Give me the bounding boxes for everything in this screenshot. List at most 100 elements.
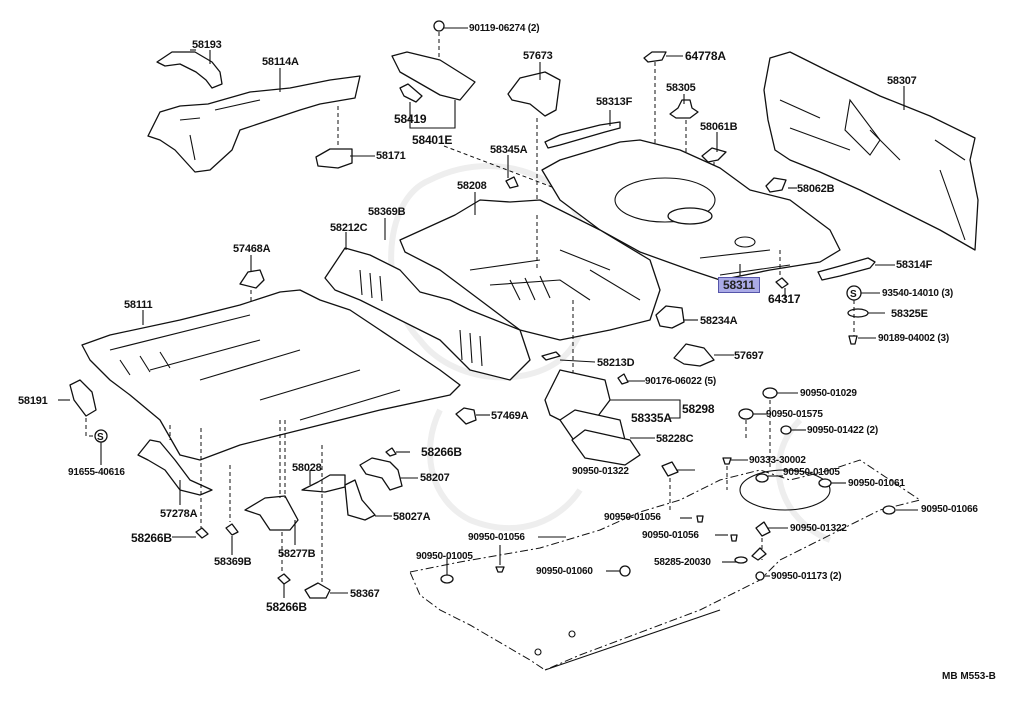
part-58191-shape — [69, 379, 97, 417]
part-label-58298[interactable]: 58298 — [682, 402, 715, 416]
part-label-58027A[interactable]: 58027A — [393, 511, 431, 523]
underbody-shield-shape — [409, 459, 922, 671]
part-label-58367[interactable]: 58367 — [350, 588, 380, 600]
part-label-58335A[interactable]: 58335A — [631, 411, 672, 425]
part-64778A-shape — [643, 51, 667, 63]
part-label-58369B-top[interactable]: 58369B — [368, 206, 406, 218]
part-label-90950-01005-right[interactable]: 90950-01005 — [783, 467, 840, 478]
part-64317-shape — [775, 277, 789, 289]
part-label-90950-01173[interactable]: 90950-01173 (2) — [771, 571, 842, 582]
part-label-90119-06274[interactable]: 90119-06274 (2) — [469, 23, 540, 34]
part-label-90950-01322-a[interactable]: 90950-01322 — [572, 466, 629, 477]
part-90176-shape — [617, 373, 629, 385]
part-58298-assembly-shape — [544, 369, 641, 466]
part-label-58266B-c[interactable]: 58266B — [266, 600, 307, 614]
part-label-57469A[interactable]: 57469A — [491, 410, 529, 422]
part-label-58266B-b[interactable]: 58266B — [131, 531, 172, 545]
part-label-58028[interactable]: 58028 — [292, 462, 322, 474]
plugs-right — [696, 387, 896, 581]
part-58325E-shape — [847, 308, 869, 318]
part-label-57697[interactable]: 57697 — [734, 350, 764, 362]
part-90950-01322-grommet-a — [661, 461, 679, 477]
part-58062B-shape — [765, 177, 787, 193]
part-57468A-shape — [239, 269, 265, 289]
part-58114A-shape — [147, 75, 361, 173]
part-label-58062B[interactable]: 58062B — [797, 183, 835, 195]
part-58401E-shape — [391, 20, 476, 129]
part-label-58207[interactable]: 58207 — [420, 472, 450, 484]
part-label-58171[interactable]: 58171 — [376, 150, 406, 162]
part-label-58193[interactable]: 58193 — [192, 39, 222, 51]
part-label-58208[interactable]: 58208 — [457, 180, 487, 192]
part-label-58213D[interactable]: 58213D — [597, 357, 635, 369]
part-label-64778A[interactable]: 64778A — [685, 49, 726, 63]
part-label-90950-01575[interactable]: 90950-01575 — [766, 409, 823, 420]
part-90189-shape — [848, 335, 858, 345]
part-58266B-clip-a — [195, 527, 209, 539]
part-label-57468A[interactable]: 57468A — [233, 243, 271, 255]
part-label-58228C[interactable]: 58228C — [656, 433, 694, 445]
part-58369B-clip — [225, 523, 239, 536]
part-label-90189-04002[interactable]: 90189-04002 (3) — [878, 333, 949, 344]
part-58234A-shape — [655, 305, 685, 329]
part-label-90950-01056-a[interactable]: 90950-01056 — [604, 512, 661, 523]
part-58027A-shape — [344, 479, 376, 521]
part-58311-shape — [541, 139, 841, 281]
part-57697-shape — [673, 343, 715, 367]
part-58305-shape — [669, 99, 699, 119]
part-58307-shape — [763, 51, 979, 251]
part-58212C-shape — [324, 247, 531, 381]
part-label-90950-01060[interactable]: 90950-01060 — [536, 566, 593, 577]
part-58208-shape — [399, 199, 661, 341]
part-label-58266B-a[interactable]: 58266B — [421, 445, 462, 459]
part-58171-shape — [315, 148, 353, 169]
part-label-58111[interactable]: 58111 — [124, 299, 153, 311]
part-58207-shape — [359, 457, 403, 491]
part-label-58114A[interactable]: 58114A — [262, 56, 299, 68]
part-label-90950-01422[interactable]: 90950-01422 (2) — [807, 425, 878, 436]
part-label-58345A[interactable]: 58345A — [490, 144, 528, 156]
part-58213D-shape — [541, 351, 561, 361]
part-label-58061B[interactable]: 58061B — [700, 121, 738, 133]
part-label-58419[interactable]: 58419 — [394, 112, 427, 126]
svg-text:S: S — [97, 432, 104, 443]
part-label-90950-01056-b[interactable]: 90950-01056 — [468, 532, 525, 543]
part-label-93540-14010[interactable]: 93540-14010 (3) — [882, 288, 953, 299]
part-58367-shape — [304, 582, 331, 599]
part-label-58369B-bottom[interactable]: 58369B — [214, 556, 252, 568]
part-58345A-shape — [505, 176, 519, 189]
part-label-58314F[interactable]: 58314F — [896, 259, 933, 271]
part-label-58401E[interactable]: 58401E — [412, 133, 453, 147]
part-label-58277B[interactable]: 58277B — [278, 548, 316, 560]
part-58061B-shape — [701, 147, 727, 163]
part-label-58325E[interactable]: 58325E — [891, 308, 928, 320]
part-58313F-shape — [544, 121, 621, 149]
part-57469A-shape — [455, 407, 477, 425]
part-label-58212C[interactable]: 58212C — [330, 222, 368, 234]
part-58111-shape — [81, 289, 461, 461]
part-label-57673[interactable]: 57673 — [523, 50, 553, 62]
part-label-58234A[interactable]: 58234A — [700, 315, 738, 327]
part-label-90176-06022[interactable]: 90176-06022 (5) — [645, 376, 716, 387]
part-label-90950-01005-left[interactable]: 90950-01005 — [416, 551, 473, 562]
part-label-58311-highlighted[interactable]: 58311 — [718, 277, 760, 293]
part-58193-shape — [156, 51, 223, 89]
part-label-57278A[interactable]: 57278A — [160, 508, 198, 520]
part-label-90950-01029[interactable]: 90950-01029 — [800, 388, 857, 399]
part-label-64317[interactable]: 64317 — [768, 292, 801, 306]
part-label-90950-01056-c[interactable]: 90950-01056 — [642, 530, 699, 541]
part-label-90950-01066[interactable]: 90950-01066 — [921, 504, 978, 515]
part-label-90950-01322-b[interactable]: 90950-01322 — [790, 523, 847, 534]
part-label-90950-01061[interactable]: 90950-01061 — [848, 478, 905, 489]
part-label-90333-30002[interactable]: 90333-30002 — [749, 455, 806, 466]
part-label-58313F[interactable]: 58313F — [596, 96, 633, 108]
part-58028-shape — [301, 474, 346, 493]
part-label-58307[interactable]: 58307 — [887, 75, 917, 87]
part-58277B-shape — [244, 495, 299, 531]
part-label-91655-40616[interactable]: 91655-40616 — [68, 467, 125, 478]
part-label-58191[interactable]: 58191 — [18, 395, 48, 407]
part-label-58285-20030[interactable]: 58285-20030 — [654, 557, 711, 568]
part-label-58305[interactable]: 58305 — [666, 82, 696, 94]
